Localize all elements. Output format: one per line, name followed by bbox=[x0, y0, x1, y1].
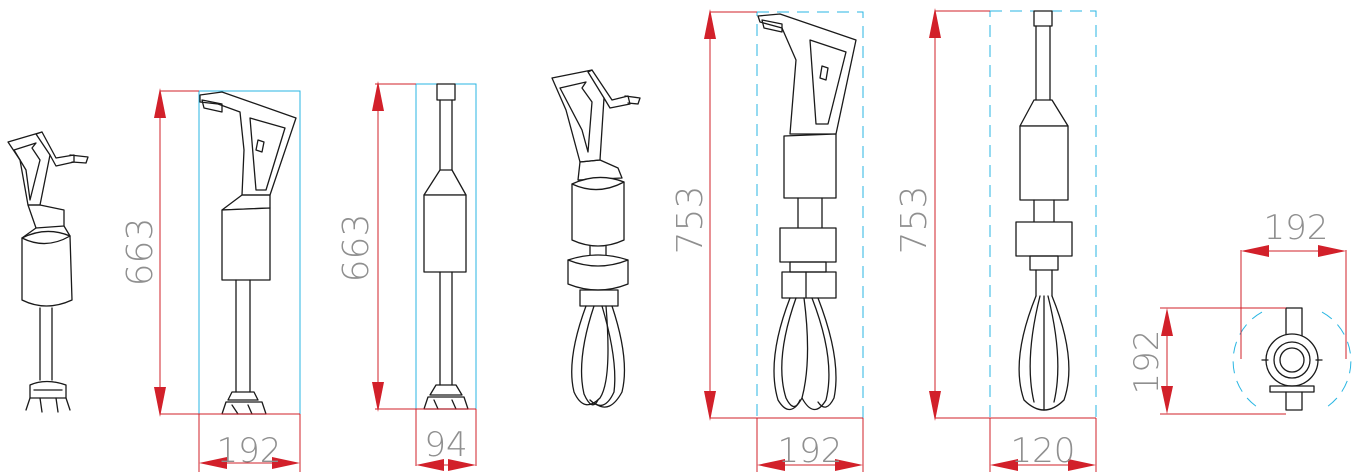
arrow-right-v3 bbox=[835, 459, 863, 471]
arrow-down-v4 bbox=[929, 391, 941, 421]
arrow-up-v4 bbox=[929, 8, 941, 38]
arrow-right-v1 bbox=[272, 457, 300, 469]
bounding-box-4 bbox=[989, 10, 1097, 419]
arrow-up-v2 bbox=[372, 81, 384, 111]
front-view-blender-blade: 663 94 bbox=[336, 81, 477, 471]
side-view-blender-whisk: 753 192 bbox=[670, 9, 864, 472]
arrow-left-v1 bbox=[199, 457, 227, 469]
arrow-left-v2 bbox=[416, 459, 444, 471]
dimension-width-v2: 94 bbox=[424, 425, 467, 465]
arrow-down-v2 bbox=[372, 382, 384, 412]
dimension-top-width: 192 bbox=[1264, 208, 1329, 248]
arrow-left-v3 bbox=[757, 459, 785, 471]
front-view-blender-whisk: 753 120 bbox=[894, 8, 1097, 472]
dimension-top-depth: 192 bbox=[1127, 330, 1167, 395]
arrow-down-top bbox=[1161, 386, 1173, 414]
arrow-right-top bbox=[1318, 245, 1346, 257]
arrow-down-v3 bbox=[704, 391, 716, 421]
arrow-left-v4 bbox=[990, 459, 1018, 471]
arrow-up-v1 bbox=[154, 88, 166, 118]
dimension-height-v3: 753 bbox=[670, 186, 711, 255]
side-view-blender-blade: 663 192 bbox=[120, 88, 301, 472]
top-view-circle-right bbox=[1321, 311, 1352, 411]
dimension-height-v4: 753 bbox=[894, 186, 935, 255]
arrow-right-v4 bbox=[1068, 459, 1096, 471]
arrow-down-v1 bbox=[154, 387, 166, 417]
top-view-circle-left bbox=[1232, 311, 1263, 411]
arrow-up-v3 bbox=[704, 9, 716, 39]
isometric-blender-blade-view bbox=[7, 131, 89, 413]
arrow-right-v2 bbox=[448, 459, 476, 471]
bounding-box-3 bbox=[756, 11, 864, 419]
dimension-width-v1: 192 bbox=[217, 431, 282, 471]
dimension-height-v1: 663 bbox=[120, 218, 161, 287]
dimension-width-v3: 192 bbox=[778, 431, 843, 471]
top-view-blender: 192 192 bbox=[1127, 208, 1352, 415]
arrow-left-top bbox=[1241, 245, 1269, 257]
dimension-width-v4: 120 bbox=[1011, 431, 1076, 471]
dimension-height-v2: 663 bbox=[336, 214, 377, 283]
isometric-blender-whisk-view bbox=[551, 69, 641, 408]
arrow-up-top bbox=[1161, 308, 1173, 336]
